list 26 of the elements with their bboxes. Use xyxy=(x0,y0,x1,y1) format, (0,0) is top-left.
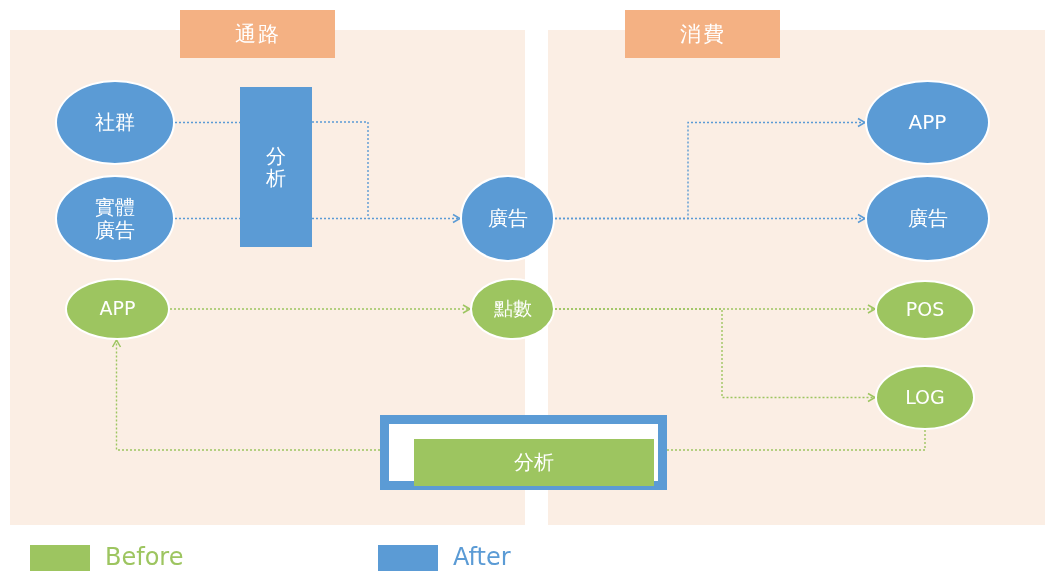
header-tab: 消費 xyxy=(625,10,780,58)
node-label: POS xyxy=(905,299,945,321)
arrow xyxy=(311,121,461,224)
arrow xyxy=(554,213,866,224)
process-bar xyxy=(240,87,312,247)
frame-box xyxy=(380,415,667,490)
vertical-label: 分析 xyxy=(266,145,286,189)
connector-line xyxy=(174,121,241,124)
node-label: 分析 xyxy=(514,451,554,474)
node-label: LOG xyxy=(905,386,945,409)
connector-line xyxy=(666,429,926,451)
node-label: 廣告 xyxy=(907,207,948,230)
node-label: 實體廣告 xyxy=(94,195,136,242)
header-tab: 通路 xyxy=(180,10,335,58)
connector-line xyxy=(174,217,241,220)
legend-label: Before xyxy=(105,543,184,571)
node-label: 廣告 xyxy=(487,207,528,230)
arrow xyxy=(111,339,381,451)
node-label: APP xyxy=(908,111,947,134)
arrow xyxy=(554,308,876,403)
node-label: 點數 xyxy=(493,298,532,320)
node-label: 社群 xyxy=(95,111,135,134)
arrow xyxy=(169,304,471,314)
legend-label: After xyxy=(453,543,511,571)
process-box xyxy=(414,439,654,486)
node-label: APP xyxy=(99,298,136,320)
